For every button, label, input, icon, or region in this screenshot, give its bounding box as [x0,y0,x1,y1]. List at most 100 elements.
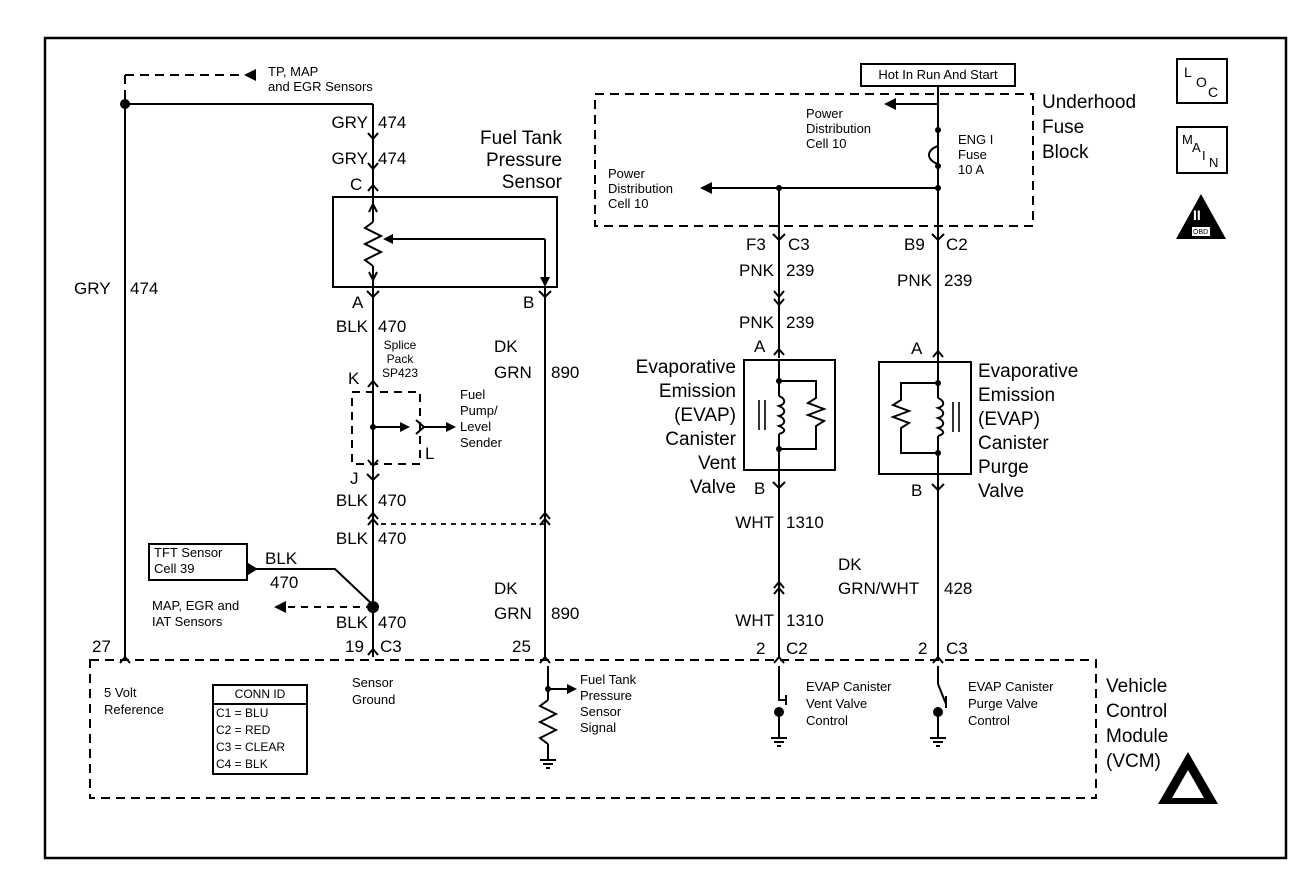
diagram-frame [43,36,1288,860]
main-badge-a: A [1192,140,1201,155]
pin-a: A [754,337,766,356]
pin-25: 25 [512,637,531,656]
pin-b: B [523,293,535,312]
wire-label-pnk: PNK [739,261,774,280]
sensor-potentiometer [362,221,384,267]
pin-l: L [425,444,435,463]
loc-badge-c: C [1208,84,1219,100]
wire-label-wht: WHT [735,513,774,532]
evap-vent-control-label: EVAP Canister Vent Valve Control [806,679,892,728]
wire-label-428: 428 [944,579,973,598]
wire-label-grn-wht: GRN/WHT [838,579,920,598]
connector-id-row: C3 = CLEAR [216,740,286,754]
sensor-ground-label: Sensor Ground [352,675,396,707]
power-distribution-label: Power Distribution Cell 10 [608,166,674,211]
wire-label-474: 474 [378,113,407,132]
connector-c2: C2 [786,639,808,658]
obd-ii-badge-text: OBD II [1193,229,1215,236]
main-badge-m: M [1182,132,1193,147]
evap-purge-valve-title: Evaporative Emission (EVAP) Canister Pur… [978,361,1079,502]
pin-f3: F3 [746,235,766,254]
obd-ii-badge-numeral: II [1193,207,1201,223]
pin-2: 2 [756,639,766,658]
loc-badge-l: L [1184,64,1192,80]
splice-dot-blk470 [367,601,379,613]
wire-label-470: 470 [378,613,407,632]
wire-label-blk: BLK [335,529,368,548]
wire-label-474: 474 [130,279,159,298]
connector-c2: C2 [946,235,968,254]
wire-label-blk: BLK [335,491,368,510]
wire-label-gry: GRY [331,149,368,168]
pin-b9: B9 [904,235,925,254]
underhood-fuse-block-label: Underhood Fuse Block [1042,92,1137,163]
wire-label-1310: 1310 [786,611,824,630]
main-badge-n: N [1209,155,1219,170]
wire-label-gry: GRY [331,113,368,132]
vcm-module-boundary [89,659,1097,799]
wire-label-gry: GRY [74,279,111,298]
wire-label-pnk: PNK [897,271,932,290]
map-egr-iat-label: MAP, EGR and IAT Sensors [152,598,240,629]
evap-vent-valve-box [743,359,836,471]
evap-purge-valve-box [878,361,972,475]
connector-id-row: C4 = BLK [216,757,268,771]
evap-vent-valve-title: Evaporative Emission (EVAP) Canister Ven… [635,357,736,498]
evap-purge-control-label: EVAP Canister Purge Valve Control [968,679,1054,728]
hot-in-run-and-start-box: Hot In Run And Start [860,63,1016,87]
tft-sensor-box: TFT Sensor Cell 39 [148,543,248,581]
obd-ii-badge[interactable] [1174,192,1228,242]
fuel-tank-pressure-sensor-title: Fuel Tank Pressure Sensor [479,128,562,193]
connector-c3: C3 [380,637,402,656]
wire-label-grn: GRN [494,604,532,623]
wire-label-239: 239 [786,261,815,280]
pin-2: 2 [918,639,928,658]
wire-label-dk: DK [494,337,518,356]
wire-label-470: 470 [378,491,407,510]
wire-label-pnk: PNK [739,313,774,332]
wire-label-blk: BLK [265,549,298,568]
wire-label-470: 470 [378,317,407,336]
five-volt-reference-label: 5 Volt Reference [104,685,164,717]
pin-k: K [348,369,360,388]
vcm-label: Vehicle Control Module (VCM) [1106,676,1169,772]
wire-label-890: 890 [551,363,580,382]
connector-id-row: C1 = BLU [216,706,269,720]
pin-a: A [911,339,923,358]
pin-c: C [350,175,363,194]
connector-id-row: C2 = RED [216,723,271,737]
main-badge[interactable]: M A I N [1176,126,1228,174]
underhood-fuse-block-boundary [594,93,1034,227]
connector-c3: C3 [946,639,968,658]
fuel-tank-signal-label: Fuel Tank Pressure Sensor Signal [580,672,637,735]
pin-b: B [911,481,923,500]
pin-19: 19 [345,637,364,656]
loc-badge-o: O [1196,74,1207,90]
wire-label-470: 470 [270,573,299,592]
connector-id-table: CONN ID C1 = BLU C2 = RED C3 = CLEAR C4 … [212,684,308,775]
connector-c3: C3 [788,235,810,254]
wire-label-239: 239 [944,271,973,290]
loc-badge[interactable]: L O C [1176,58,1228,104]
pin-a: A [352,293,364,312]
wire-label-470: 470 [378,529,407,548]
wire-label-dk: DK [838,555,862,574]
wire-label-239: 239 [786,313,815,332]
wire-label-474: 474 [378,149,407,168]
splice-pack-boundary [351,391,421,465]
power-distribution-label: Power Distribution Cell 10 [806,106,872,151]
main-badge-i: I [1202,148,1206,163]
pin-b: B [754,479,766,498]
eng-fuse-label: ENG I Fuse 10 A [958,132,994,177]
fuel-pump-level-sender-label: Fuel Pump/ Level Sender [460,387,502,450]
fuel-tank-pressure-sensor-box [332,196,558,288]
wire-label-dk: DK [494,579,518,598]
wire-label-blk: BLK [335,613,368,632]
pin-27: 27 [92,637,111,656]
wire-label-890: 890 [551,604,580,623]
wire-label-blk: BLK [335,317,368,336]
splice-pack-label: Splice Pack SP423 [382,338,419,380]
connector-id-title: CONN ID [214,686,306,705]
